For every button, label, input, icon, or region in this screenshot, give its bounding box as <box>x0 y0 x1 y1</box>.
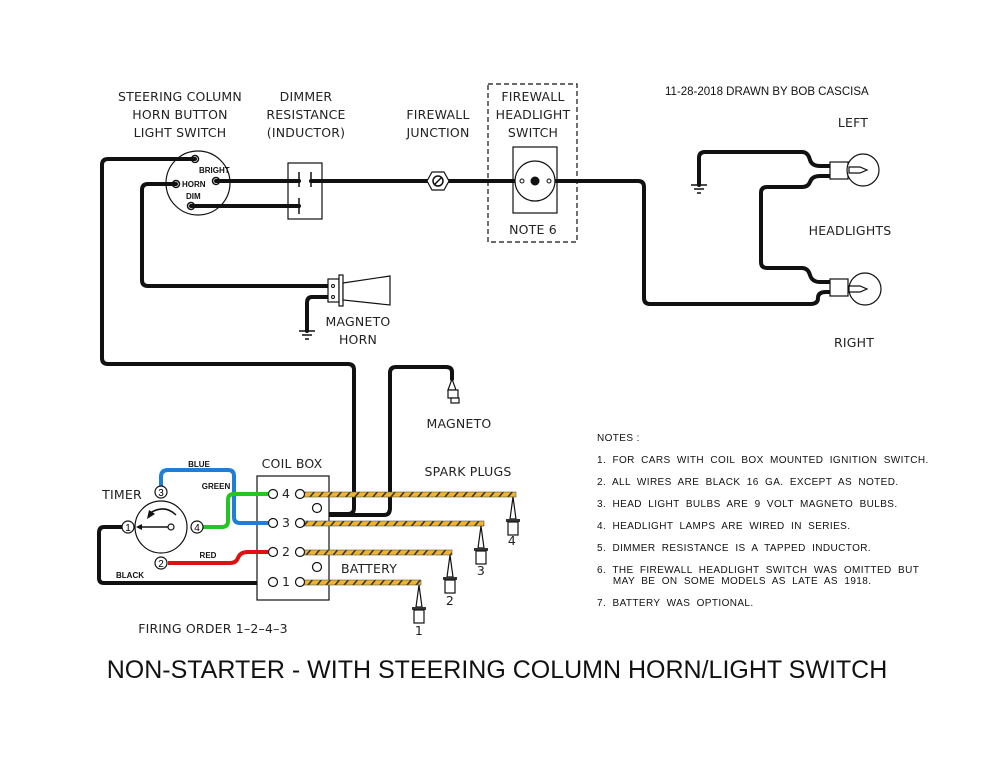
dimmer-label-1: DIMMER <box>280 89 333 104</box>
dimmer-box <box>287 162 323 220</box>
spark-plugs: 1 2 3 4 SPARK PLUGS <box>412 464 520 638</box>
ground-symbols <box>299 184 707 340</box>
note-item: 4. HEADLIGHT LAMPS ARE WIRED IN SERIES. <box>597 521 850 532</box>
fw-switch-label-2: HEADLIGHT <box>496 107 571 122</box>
wire-green <box>203 492 268 529</box>
horn-label-2: HORN <box>339 332 377 347</box>
steering-label-3: LIGHT SWITCH <box>134 125 227 140</box>
magneto-connector: MAGNETO <box>427 377 492 431</box>
right-headlight-label: RIGHT <box>834 335 874 350</box>
coil-box-terminals: 4 3 2 1 <box>267 486 323 589</box>
diagram-title: NON-STARTER - WITH STEERING COLUMN HORN/… <box>107 656 888 684</box>
wire-blue <box>159 468 268 525</box>
coil-box-label: COIL BOX <box>262 456 323 471</box>
steering-label-1: STEERING COLUMN <box>118 89 242 104</box>
note-item: MAY BE ON SOME MODELS AS LATE AS 1918. <box>597 576 871 587</box>
timer-terminal-3: 3 <box>158 488 164 499</box>
dimmer-resistance: DIMMER RESISTANCE (INDUCTOR) <box>266 89 345 220</box>
wire-label-black: BLACK <box>116 571 144 580</box>
steering-label-2: HORN BUTTON <box>132 107 227 122</box>
battery-label: BATTERY <box>341 561 397 576</box>
coil-terminal-1: 1 <box>282 574 290 589</box>
spark-plug-icon <box>412 584 426 624</box>
ignition-wire-3 <box>301 520 485 527</box>
spark-plugs-label: SPARK PLUGS <box>425 464 512 479</box>
spark-plug-number-3: 3 <box>477 563 485 578</box>
wire-timer-black <box>97 525 270 585</box>
steering-column-switch: STEERING COLUMN HORN BUTTON LIGHT SWITCH… <box>118 89 242 216</box>
terminal-label-dim: DIM <box>186 192 201 201</box>
fw-switch-note: NOTE 6 <box>509 222 557 237</box>
fw-switch-label-1: FIREWALL <box>501 89 564 104</box>
timer-terminal-1: 1 <box>125 523 131 534</box>
spark-plug-icon <box>474 525 488 565</box>
note-item: 7. BATTERY WAS OPTIONAL. <box>597 598 754 609</box>
note-item: 1. FOR CARS WITH COIL BOX MOUNTED IGNITI… <box>597 455 929 466</box>
junction-bolt-icon <box>426 171 450 191</box>
timer-terminal-4: 4 <box>194 523 200 534</box>
ground-icon <box>299 330 315 340</box>
timer-label: TIMER <box>101 487 142 502</box>
wire-label-red: RED <box>200 551 217 560</box>
fw-switch-label-3: SWITCH <box>508 125 558 140</box>
note-item: 3. HEAD LIGHT BULBS ARE 9 VOLT MAGNETO B… <box>597 499 898 510</box>
drawing-credit: 11-28-2018 DRAWN BY BOB CASCISA <box>665 86 869 98</box>
coil-switch-terminal <box>311 502 323 514</box>
battery-terminal <box>311 561 323 573</box>
spark-plug-number-4: 4 <box>508 533 516 548</box>
left-headlight-bulb <box>829 153 880 187</box>
wire-headlight-series <box>759 174 838 284</box>
coil-box: COIL BOX <box>256 456 330 601</box>
magneto-label: MAGNETO <box>427 416 492 431</box>
junction-label-1: FIREWALL <box>406 107 469 122</box>
spark-plug-number-2: 2 <box>446 593 454 608</box>
wire-switch-to-right-headlight <box>546 179 838 306</box>
firewall-junction: FIREWALL JUNCTION <box>405 107 469 140</box>
spark-plug-number-1: 1 <box>415 623 423 638</box>
terminal-label-bright: BRIGHT <box>199 166 230 175</box>
notes-heading: NOTES : <box>597 433 640 444</box>
wire-switch-to-coilbox <box>100 157 356 516</box>
ground-icon <box>691 184 707 194</box>
fw-switch-knob-icon <box>514 160 556 202</box>
spark-plug-icon <box>506 496 520 536</box>
wire-red <box>168 550 268 565</box>
spark-plug-icon <box>443 554 457 594</box>
right-headlight-bulb <box>829 272 882 306</box>
left-headlight-label: LEFT <box>838 115 868 130</box>
horn-label-1: MAGNETO <box>326 314 391 329</box>
headlights-label: HEADLIGHTS <box>809 223 892 238</box>
terminal-label-horn: HORN <box>182 180 206 189</box>
rotation-arrow-icon <box>149 508 177 516</box>
ignition-wire-4 <box>301 491 517 498</box>
note-item: 5. DIMMER RESISTANCE IS A TAPPED INDUCTO… <box>597 543 871 554</box>
firing-order: FIRING ORDER 1–2–4–3 <box>138 621 288 636</box>
notes: NOTES : 1. FOR CARS WITH COIL BOX MOUNTE… <box>597 433 929 609</box>
timer-terminal-2: 2 <box>158 559 164 570</box>
coil-terminal-3: 3 <box>282 515 290 530</box>
dimmer-label-2: RESISTANCE <box>266 107 345 122</box>
switch-dashed-outline <box>487 83 578 243</box>
ignition-wire-1 <box>301 579 422 586</box>
wire-label-green: GREEN <box>202 482 231 491</box>
coil-terminal-4: 4 <box>282 486 290 501</box>
magneto-horn: MAGNETO HORN <box>326 274 391 347</box>
wire-label-blue: BLUE <box>188 460 210 469</box>
dimmer-label-3: (INDUCTOR) <box>267 125 345 140</box>
wire-horn-ground <box>305 295 335 333</box>
wire-switch-to-horn <box>140 182 335 288</box>
note-item: 6. THE FIREWALL HEADLIGHT SWITCH WAS OMI… <box>597 565 919 576</box>
timer: TIMER 1 2 3 4 BLUE GREEN RED BLACK <box>101 460 268 580</box>
wire-left-headlight-ground <box>697 150 838 187</box>
junction-label-2: JUNCTION <box>405 125 469 140</box>
coil-terminal-2: 2 <box>282 544 290 559</box>
black-wires <box>97 150 838 585</box>
ignition-wire-2 <box>301 549 453 556</box>
note-item: 2. ALL WIRES ARE BLACK 16 GA. EXCEPT AS … <box>597 477 899 488</box>
